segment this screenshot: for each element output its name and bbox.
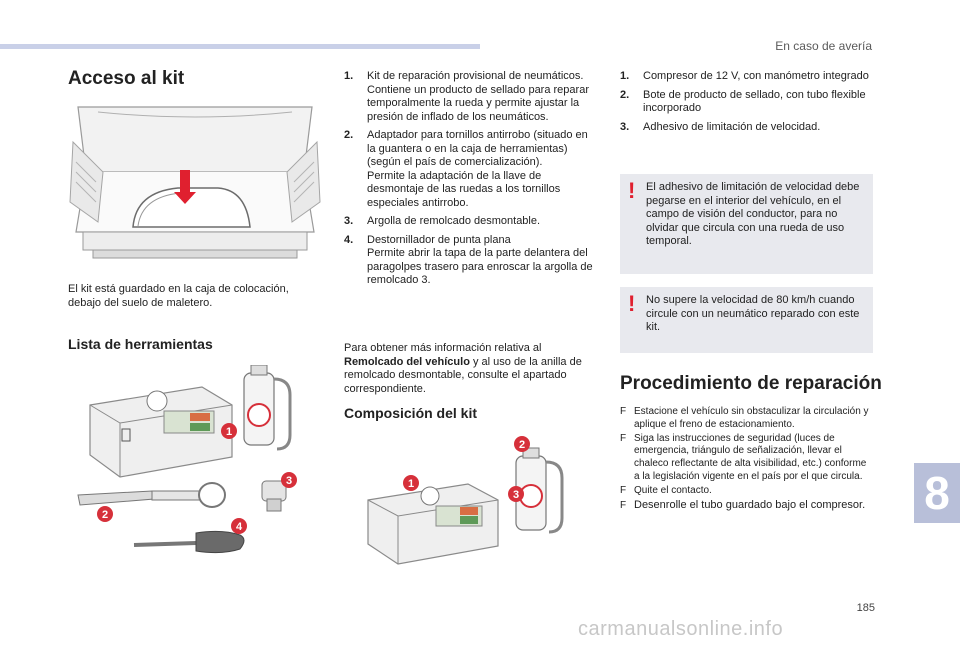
list-item: 1.Kit de reparación provisional de neumá… bbox=[344, 70, 589, 123]
kit-badge-2: 2 bbox=[519, 439, 525, 451]
kit-composition-illustration: 1 2 3 bbox=[367, 436, 564, 565]
list-item: 3.Argolla de remolcado desmontable. bbox=[344, 215, 541, 227]
more-info-text: Para obtener más información relativa al… bbox=[344, 342, 582, 395]
heading-composicion-kit: Composición del kit bbox=[344, 405, 478, 421]
badge-1: 1 bbox=[226, 426, 232, 438]
heading-procedimiento: Procedimiento de reparación bbox=[620, 373, 882, 394]
section-title: En caso de avería bbox=[775, 39, 872, 53]
tools-illustration: 1 2 3 4 bbox=[77, 365, 297, 554]
chapter-tab: 8 bbox=[914, 463, 960, 523]
badge-3: 3 bbox=[286, 475, 292, 487]
kit-badge-1: 1 bbox=[408, 478, 414, 490]
list-item: 1.Compresor de 12 V, con manómetro integ… bbox=[620, 70, 869, 82]
warning-icon: ! bbox=[628, 178, 636, 203]
trunk-illustration bbox=[68, 102, 322, 262]
watermark: carmanualsonline.info bbox=[578, 618, 784, 640]
list-item: 2.Adaptador para tornillos antirrobo (si… bbox=[344, 129, 588, 209]
kit-component-list: 1.Compresor de 12 V, con manómetro integ… bbox=[620, 70, 870, 139]
list-item: 2.Bote de producto de sellado, con tubo … bbox=[620, 88, 866, 115]
header-bar bbox=[0, 44, 480, 49]
warning-box-speed: ! No supere la velocidad de 80 km/h cuan… bbox=[620, 287, 873, 353]
badge-2: 2 bbox=[102, 509, 108, 521]
checkbox-icon: F bbox=[620, 406, 627, 417]
checkbox-icon: F bbox=[620, 484, 627, 496]
badge-4: 4 bbox=[236, 521, 243, 533]
list-item: 4.Destornillador de punta plana Permite … bbox=[344, 233, 593, 287]
page-number: 185 bbox=[856, 602, 875, 614]
list-item: 3.Adhesivo de limitación de velocidad. bbox=[620, 120, 821, 133]
heading-lista-herramientas: Lista de herramientas bbox=[68, 336, 213, 352]
kit-badge-3: 3 bbox=[513, 489, 519, 501]
checkbox-icon: F bbox=[620, 499, 627, 511]
heading-acceso-kit: Acceso al kit bbox=[68, 68, 185, 89]
warning-icon: ! bbox=[628, 291, 636, 316]
checkbox-icon: F bbox=[620, 432, 627, 444]
warning-box-sticker: ! El adhesivo de limitación de velocidad… bbox=[620, 174, 873, 274]
intro-text: El kit está guardado en la caja de coloc… bbox=[68, 283, 289, 309]
tool-list: 1.Kit de reparación provisional de neumá… bbox=[344, 70, 594, 293]
